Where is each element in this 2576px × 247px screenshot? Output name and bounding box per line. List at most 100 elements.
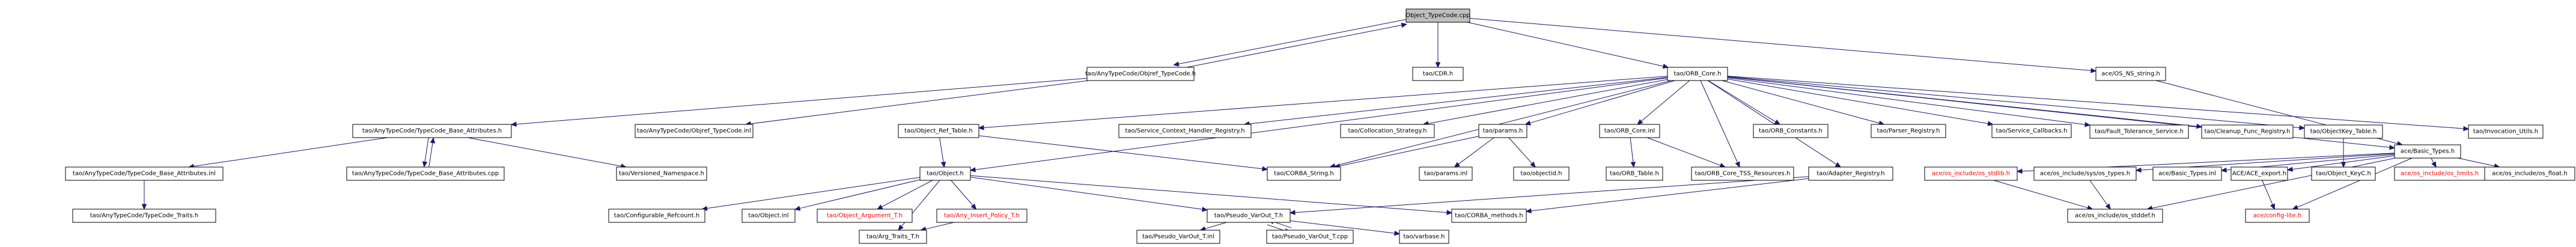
node-tao-anytypecode-objref-typecode-inl[interactable]: tao/AnyTypeCode/Objref_TypeCode.inl [635, 124, 754, 138]
node-tao-object-argument-t-h[interactable]: tao/Object_Argument_T.h [817, 209, 913, 223]
node-ace-config-lite-h[interactable]: ace/config-lite.h [2245, 209, 2310, 223]
node-tao-anytypecode-typecode-traits-h[interactable]: tao/AnyTypeCode/TypeCode_Traits.h [72, 209, 216, 223]
edge-root-to-orbcore_h [1467, 22, 1669, 69]
node-tao-object-keyc-h[interactable]: tao/Object_KeyC.h [2311, 166, 2376, 181]
edge-line [1428, 79, 1668, 124]
node-tao-service-context-handler-registry-h[interactable]: tao/Service_Context_Handler_Registry.h [1118, 124, 1252, 138]
edge-arrowhead [940, 161, 946, 168]
edge-line [1727, 79, 1988, 124]
node-tao-orb-core-h[interactable]: tao/ORB_Core.h [1667, 67, 1728, 81]
node-tao-object-h[interactable]: tao/Object.h [919, 166, 971, 181]
edge-orbcore_h-to-adapterreg [1707, 80, 1842, 168]
node-tao-corba-string-h[interactable]: tao/CORBA_String.h [1267, 166, 1341, 181]
node-tao-params-inl[interactable]: tao/params.inl [1419, 166, 1473, 181]
node-tao-objectkey-table-h[interactable]: tao/ObjectKey_Table.h [2304, 124, 2383, 139]
edge-root-to-osns [1469, 18, 2097, 73]
edge-arrowhead [1401, 22, 1408, 28]
edge-object_h-to-objarg [877, 180, 933, 210]
edge-arrowhead [2220, 167, 2227, 173]
node-ace-basic-types-h[interactable]: ace/Basic_Types.h [2394, 144, 2461, 159]
edge-line [978, 135, 1263, 169]
node-tao-orb-core-tss-resources-h[interactable]: tao/ORB_Core_TSS_Resources.h [1691, 166, 1794, 181]
node-tao-varbase-h[interactable]: tao/varbase.h [1399, 230, 1449, 244]
node-label: tao/Service_Callbacks.h [1996, 128, 2068, 135]
node-tao-service-callbacks-h[interactable]: tao/Service_Callbacks.h [1991, 124, 2072, 138]
node-tao-anytypecode-typecode-base-attributes-inl[interactable]: tao/AnyTypeCode/TypeCode_Base_Attributes… [65, 166, 224, 181]
node-box [1419, 166, 1473, 181]
node-tao-versioned-namespace-h[interactable]: tao/Versioned_Namespace.h [616, 166, 707, 181]
edge-arrowhead [794, 206, 801, 211]
node-tao-fault-tolerance-service-h[interactable]: tao/Fault_Tolerance_Service.h [2089, 124, 2189, 139]
edge-line [1530, 178, 1809, 212]
node-tao-pseudo-varout-t-cpp[interactable]: tao/Pseudo_VarOut_T.cpp [1266, 230, 1354, 244]
node-box [72, 209, 216, 223]
node-tao-orb-constants-h[interactable]: tao/ORB_Constants.h [1753, 124, 1828, 138]
edge-line [881, 180, 933, 207]
edge-tcba_inl-to-tctraits [141, 180, 147, 210]
node-tao-params-h[interactable]: tao/params.h [1478, 124, 1527, 138]
node-ace-os-include-os-stddef-h[interactable]: ace/os_include/os_stddef.h [2067, 209, 2163, 223]
node-tao-collocation-strategy-h[interactable]: tao/Collocation_Strategy.h [1340, 124, 1435, 138]
edge-root-to-cdr_h [1435, 22, 1441, 69]
edge-tcba_h-to-tcba_inl [187, 137, 388, 169]
edge-orbcore_h-to-orbcore_inl [1637, 80, 1690, 125]
node-label: ace/os_include/os_stdlib.h [1932, 171, 2010, 177]
node-tao-object-inl[interactable]: tao/Object.inl [741, 209, 796, 223]
node-ace-os-include-os-stdlib-h[interactable]: ace/os_include/os_stdlib.h [1924, 166, 2018, 181]
node-box [635, 124, 754, 138]
node-tao-cleanup-func-registry-h[interactable]: tao/Cleanup_Func_Registry.h [2201, 124, 2294, 139]
edge-arrowhead [430, 137, 436, 144]
node-tao-any-insert-policy-t-h[interactable]: tao/Any_Insert_Policy_T.h [936, 209, 1028, 223]
node-tao-adapter-registry-h[interactable]: tao/Adapter_Registry.h [1808, 166, 1893, 181]
node-ace-os-ns-string-h[interactable]: ace/OS_NS_string.h [2095, 67, 2166, 81]
node-label: ACE/ACE_export.h [2232, 171, 2286, 177]
node-box [859, 230, 927, 244]
node-tao-pseudo-varout-t-inl[interactable]: tao/Pseudo_VarOut_T.inl [1136, 230, 1220, 244]
node-tao-objectid-h[interactable]: tao/objectid.h [1513, 166, 1570, 181]
node-label: tao/params.h [1483, 128, 1523, 135]
node-tao-configurable-refcount-h[interactable]: tao/Configurable_Refcount.h [608, 209, 705, 223]
node-box [1478, 124, 1527, 138]
edge-line [1469, 18, 2092, 71]
node-box [1451, 209, 1527, 223]
node-box [2484, 166, 2575, 181]
edge-pseudovar-to-varbase [1290, 220, 1401, 236]
node-ace-os-include-sys-os-types-h[interactable]: ace/os_include/sys/os_types.h [2033, 166, 2137, 181]
edge-arrowhead [1637, 119, 1643, 125]
node-box [616, 166, 707, 181]
node-tao-orb-core-inl[interactable]: tao/ORB_Core.inl [1599, 124, 1660, 138]
node-ace-os-include-os-limits-h[interactable]: ace/os_include/os_limits.h [2394, 166, 2485, 181]
node-box [608, 209, 705, 223]
edge-line [1467, 22, 1664, 67]
node-label: ace/Basic_Types.h [2401, 148, 2455, 155]
node-tao-anytypecode-typecode-base-attributes-h[interactable]: tao/AnyTypeCode/TypeCode_Base_Attributes… [352, 124, 512, 138]
edge-line [428, 142, 433, 168]
node-label: ace/os_include/os_float.h [2492, 171, 2567, 177]
node-ace-basic-types-inl[interactable]: ace/Basic_Types.inl [2152, 166, 2222, 181]
edge-arrowhead [1394, 230, 1401, 236]
edge-line [1646, 137, 1721, 166]
node-tao-cdr-h[interactable]: tao/CDR.h [1412, 67, 1464, 81]
edge-arrowhead [1525, 208, 1532, 213]
edge-aceexport-to-configlite [2262, 180, 2275, 210]
node-label: tao/Any_Insert_Policy_T.h [944, 213, 1020, 219]
edge-params_h-to-params_inl [1454, 137, 1494, 168]
node-tao-invocation-utils-h[interactable]: tao/Invocation_Utils.h [2468, 124, 2544, 139]
node-ace-ace-export-h[interactable]: ACE/ACE_export.h [2230, 166, 2288, 181]
node-tao-pseudo-varout-t-h[interactable]: tao/Pseudo_VarOut_T.h [1207, 209, 1291, 223]
edge-line [516, 78, 1088, 125]
node-tao-anytypecode-objref-typecode-h[interactable]: tao/AnyTypeCode/Objref_TypeCode.h [1085, 67, 1196, 81]
edge-basictypes-to-osfloat [2458, 157, 2500, 169]
edge-arrowhead [1774, 119, 1781, 125]
edge-line [1708, 80, 1776, 123]
node-tao-object-ref-table-h[interactable]: tao/Object_Ref_Table.h [898, 124, 979, 138]
node-tao-arg-traits-t-h[interactable]: tao/Arg_Traits_T.h [859, 230, 927, 244]
node-tao-orb-table-h[interactable]: tao/ORB_Table.h [1606, 166, 1663, 181]
node-tao-anytypecode-typecode-base-attributes-cpp[interactable]: tao/AnyTypeCode/TypeCode_Base_Attributes… [346, 166, 505, 181]
edge-arrowhead [1524, 120, 1531, 126]
node-ace-os-include-os-float-h[interactable]: ace/os_include/os_float.h [2484, 166, 2575, 181]
node-tao-corba-methods-h[interactable]: tao/CORBA_methods.h [1451, 209, 1527, 223]
node-tao-parser-registry-h[interactable]: tao/Parser_Registry.h [1871, 124, 1946, 138]
node-box [2230, 166, 2288, 181]
node-label: tao/Service_Context_Handler_Registry.h [1125, 128, 1244, 135]
